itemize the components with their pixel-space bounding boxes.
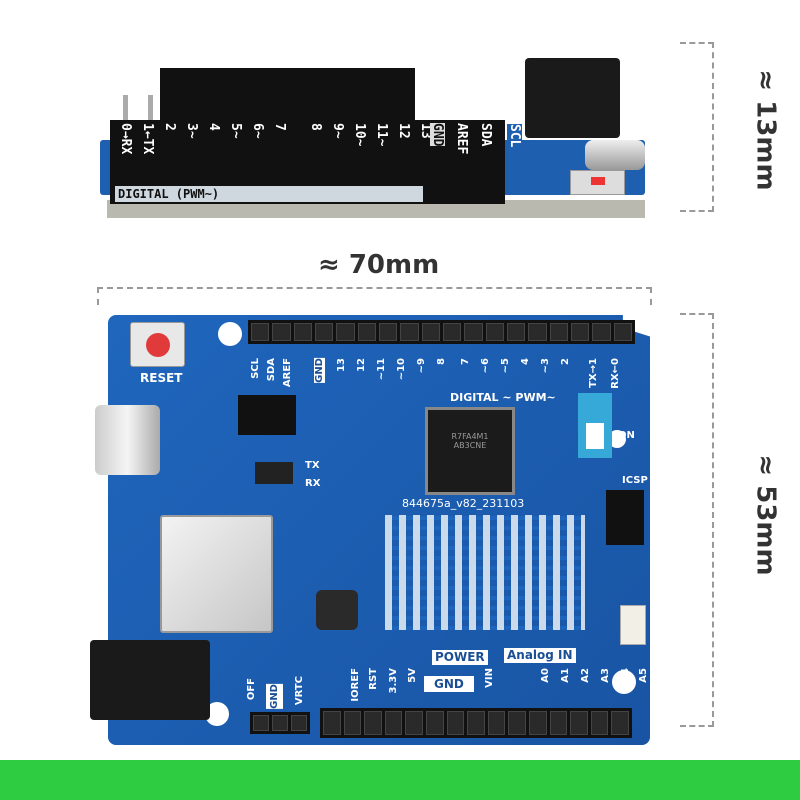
- pin-label: 9~: [330, 123, 345, 139]
- icsp-label: ICSP: [622, 475, 648, 486]
- pin-label: A1: [560, 668, 571, 683]
- sda-label: SDA: [478, 123, 493, 147]
- pin-label: 1←TX: [140, 123, 155, 155]
- side-digital-header: 0→RX 1←TX 2 3~ 4 5~ 6~ 7 8 9~ 10~ 11~ 12…: [110, 120, 505, 204]
- pin-label: ~9: [416, 358, 427, 374]
- mount-hole: [612, 670, 636, 694]
- width-bracket: [680, 313, 714, 727]
- pin-label: RST: [368, 668, 379, 690]
- side-header-back: [160, 68, 415, 128]
- usb-chip: [255, 462, 293, 484]
- power-analog-header-socket: [320, 708, 632, 738]
- qwiic-connector: [620, 605, 646, 645]
- green-footer-bar: [0, 760, 800, 800]
- pin-label: SDA: [266, 358, 277, 382]
- pin-label: A5: [638, 668, 649, 683]
- side-pin-labels: 0→RX 1←TX 2 3~ 4 5~ 6~ 7 8 9~ 10~ 11~ 12…: [118, 123, 433, 183]
- pin-label: 8: [308, 123, 323, 131]
- header-pins-side: [123, 95, 153, 130]
- pin-label: 6~: [250, 123, 265, 139]
- pin-label: 11~: [374, 123, 389, 147]
- pin-label: AREF: [282, 358, 293, 388]
- mcu-chip: R7FA4M1 AB3CNE: [425, 407, 515, 495]
- pin-label: 4: [520, 358, 531, 365]
- reset-button[interactable]: [130, 322, 185, 367]
- pin-label: ~6: [480, 358, 491, 374]
- gnd-label: GND: [430, 123, 445, 147]
- pin-label: 2: [560, 358, 571, 365]
- pin-label: A4: [620, 668, 631, 683]
- vrtc-label: VRTC: [294, 676, 305, 706]
- mount-hole: [608, 430, 626, 448]
- pin-label: 5~: [228, 123, 243, 139]
- pin-label: A3: [600, 668, 611, 683]
- digital-pin-labels: SCL SDA AREF GND 13 12 ~11 ~10 ~9 8 7 ~6…: [250, 358, 635, 390]
- pin-label: 3.3V: [388, 668, 399, 694]
- inductor: [316, 590, 358, 630]
- power-pin-labels: IOREF RST 3.3V 5V VIN A0 A1 A2 A3 A4 A5: [350, 668, 649, 704]
- pin-label: 3~: [184, 123, 199, 139]
- power-label: POWER: [432, 650, 488, 665]
- pin-label: SCL: [250, 358, 261, 379]
- pin-label: A2: [580, 668, 591, 683]
- pin-label: RX←0: [610, 358, 621, 389]
- dc-jack: [90, 640, 210, 720]
- side-board-edge: [107, 200, 645, 218]
- pin-label: 12: [396, 123, 411, 139]
- pin-label: 8: [436, 358, 447, 365]
- esp32-module: [160, 515, 273, 633]
- height-dimension: ≈ 13mm: [750, 69, 781, 191]
- pin-label: 12: [356, 358, 367, 372]
- pin-label: 13: [336, 358, 347, 372]
- gnd-power-label: GND: [424, 676, 474, 692]
- led-matrix: [385, 515, 585, 630]
- pin-label: TX→1: [588, 358, 599, 388]
- dc-jack-side: [525, 58, 620, 138]
- pin-label: GND: [314, 358, 325, 383]
- analog-in-label: Analog IN: [504, 648, 576, 663]
- height-bracket: [680, 42, 714, 212]
- pin-label: ~10: [396, 358, 407, 381]
- pin-label: 0→RX: [118, 123, 133, 155]
- pin-label: VIN: [484, 668, 495, 688]
- aref-label: AREF: [454, 123, 469, 155]
- width-dimension: ≈ 53mm: [750, 454, 781, 576]
- power-switch[interactable]: [578, 393, 612, 458]
- digital-pwm-label: DIGITAL ~ PWM~: [450, 391, 556, 404]
- pin-label: 5V: [407, 668, 418, 683]
- length-bracket: [97, 287, 652, 305]
- reset-button-side: [570, 170, 625, 195]
- scl-label: SCL: [507, 124, 522, 148]
- icsp-header: [606, 490, 644, 545]
- pin-label: 4: [206, 123, 221, 131]
- pin-label: A0: [540, 668, 551, 683]
- reset-label: RESET: [140, 371, 183, 385]
- digital-header-socket: [248, 320, 635, 344]
- usb-c-side: [585, 140, 645, 170]
- pin-label: ~11: [376, 358, 387, 381]
- on-label: ON: [618, 430, 635, 441]
- gnd-bottom-left-label: GND: [266, 684, 283, 709]
- tx-label: TX: [305, 460, 320, 471]
- pin-label: 10~: [352, 123, 367, 147]
- off-label: OFF: [246, 678, 257, 701]
- pin-label: IOREF: [350, 668, 361, 702]
- pin-label: 7: [460, 358, 471, 365]
- rx-label: RX: [305, 478, 321, 489]
- pin-label: 2: [162, 123, 177, 131]
- digital-label-bar: DIGITAL (PWM~): [115, 186, 423, 202]
- pin-label: ~5: [500, 358, 511, 374]
- board-serial: 844675a_v82_231103: [402, 497, 525, 510]
- pin-label: ~3: [540, 358, 551, 374]
- battery-header: [250, 712, 310, 734]
- side-view: 0→RX 1←TX 2 3~ 4 5~ 6~ 7 8 9~ 10~ 11~ 12…: [95, 40, 655, 240]
- i2c-jumper-header: [238, 395, 296, 435]
- pin-label: 13: [418, 123, 433, 139]
- length-dimension: ≈ 70mm: [318, 250, 440, 280]
- pin-label: 7: [272, 123, 287, 131]
- mount-hole: [218, 322, 242, 346]
- usb-c-port: [95, 405, 160, 475]
